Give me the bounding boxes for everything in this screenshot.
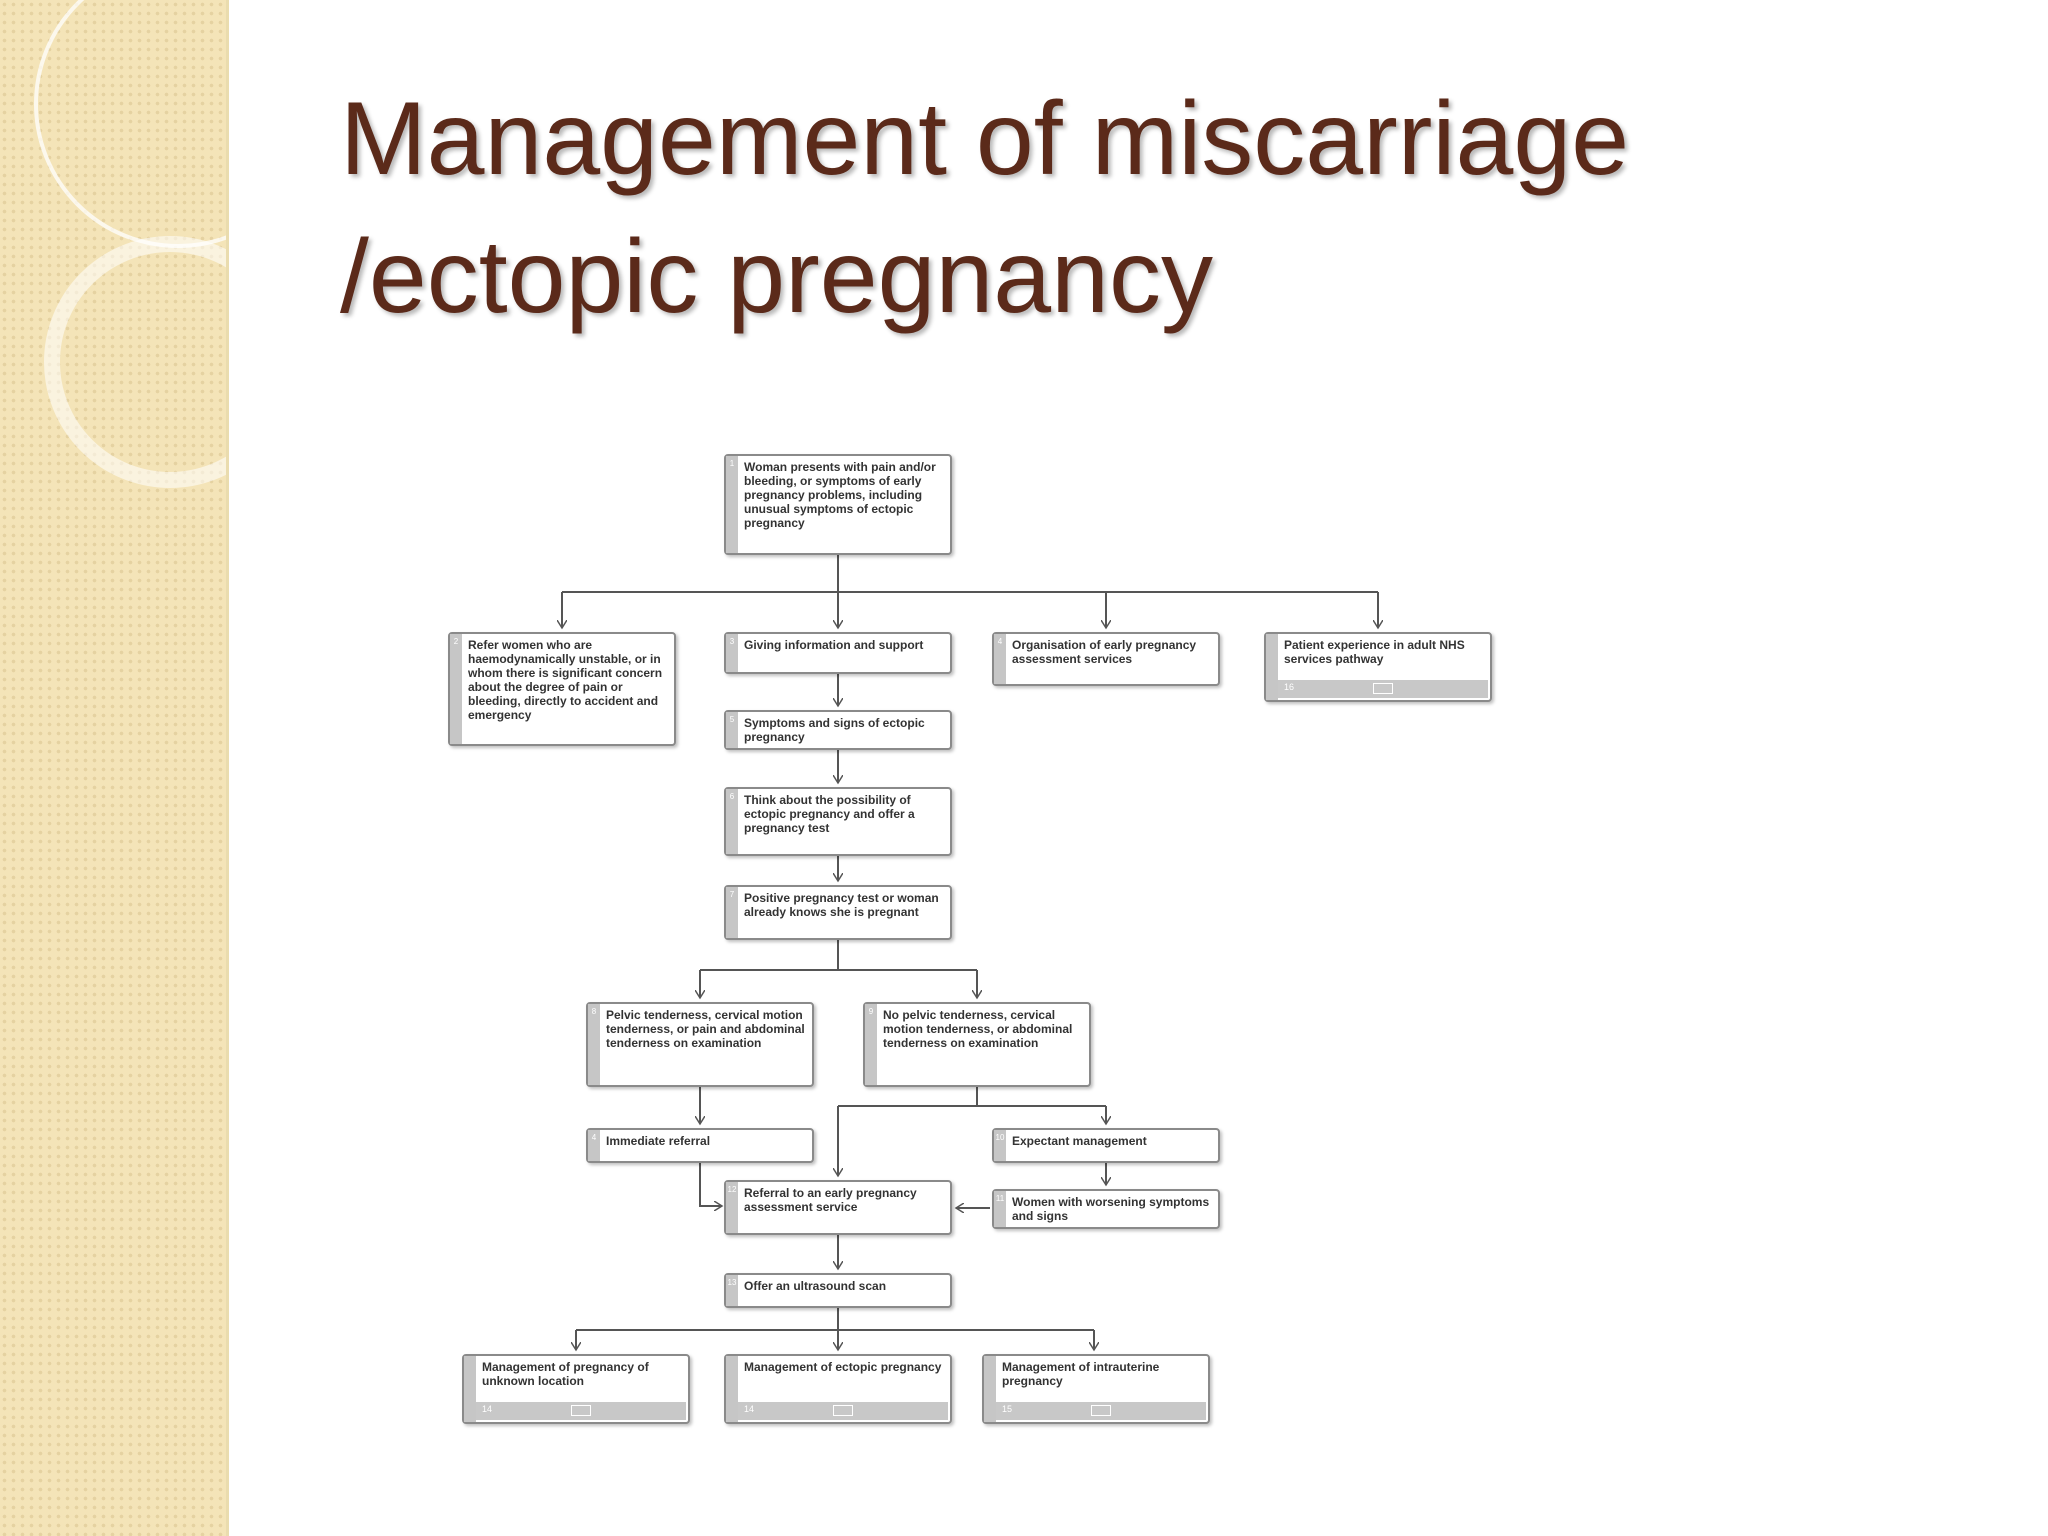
connector-n11-n13 bbox=[699, 1163, 722, 1206]
flow-node-text: Immediate referral bbox=[606, 1134, 711, 1148]
flow-node-ultrasound-scan: 13 Offer an ultrasound scan bbox=[724, 1273, 952, 1308]
sidebar-edge bbox=[226, 0, 229, 1536]
flow-node-text: Think about the possibility of ectopic p… bbox=[744, 793, 915, 835]
flow-node-text: Organisation of early pregnancy assessme… bbox=[1012, 638, 1197, 666]
pathway-link-bar[interactable]: 16 bbox=[1278, 680, 1488, 698]
pathway-link-icon bbox=[833, 1405, 853, 1416]
flow-node-text: Management of intrauterine pregnancy bbox=[1002, 1360, 1160, 1388]
pathway-link-bar[interactable]: 14 bbox=[476, 1402, 686, 1420]
pathway-link-bar[interactable]: 15 bbox=[996, 1402, 1206, 1420]
pathway-link-icon bbox=[1373, 683, 1393, 694]
flow-node-text: Positive pregnancy test or woman already… bbox=[744, 891, 939, 919]
flow-node-presentation: 1 Woman presents with pain and/or bleedi… bbox=[724, 454, 952, 555]
flow-node-worsening-symptoms: 11 Women with worsening symptoms and sig… bbox=[992, 1189, 1220, 1229]
pathway-link-icon bbox=[1091, 1405, 1111, 1416]
flow-node-text: Woman presents with pain and/or bleeding… bbox=[744, 460, 936, 530]
pathway-link-icon bbox=[571, 1405, 591, 1416]
flow-node-information-support: 3 Giving information and support bbox=[724, 632, 952, 674]
flow-node-text: Management of ectopic pregnancy bbox=[744, 1360, 942, 1374]
sidebar-decoration bbox=[0, 0, 322, 1536]
flow-node-text: Patient experience in adult NHS services… bbox=[1284, 638, 1465, 666]
slide-title: Management of miscarriage /ectopic pregn… bbox=[340, 70, 1940, 346]
flow-node-referral-epas: 12 Referral to an early pregnancy assess… bbox=[724, 1180, 952, 1235]
pathway-link-bar[interactable]: 14 bbox=[738, 1402, 948, 1420]
flow-node-expectant-management: 10 Expectant management bbox=[992, 1128, 1220, 1163]
flow-node-text: Refer women who are haemodynamically uns… bbox=[468, 638, 663, 722]
flow-node-text: No pelvic tenderness, cervical motion te… bbox=[883, 1008, 1073, 1050]
flow-node-intrauterine-management[interactable]: Management of intrauterine pregnancy 15 bbox=[982, 1354, 1210, 1424]
flow-node-no-pelvic-tenderness: 9 No pelvic tenderness, cervical motion … bbox=[863, 1002, 1091, 1087]
flow-node-unknown-location[interactable]: Management of pregnancy of unknown locat… bbox=[462, 1354, 690, 1424]
flow-node-immediate-referral: 4 Immediate referral bbox=[586, 1128, 814, 1163]
flow-node-pelvic-tenderness: 8 Pelvic tenderness, cervical motion ten… bbox=[586, 1002, 814, 1087]
slide-title-line-1: Management of miscarriage bbox=[340, 81, 1630, 197]
flow-node-text: Symptoms and signs of ectopic pregnancy bbox=[744, 716, 925, 744]
flow-node-positive-test: 7 Positive pregnancy test or woman alrea… bbox=[724, 885, 952, 940]
flow-node-text: Management of pregnancy of unknown locat… bbox=[482, 1360, 649, 1388]
flow-node-refer-unstable: 2 Refer women who are haemodynamically u… bbox=[448, 632, 676, 746]
flow-node-patient-experience[interactable]: Patient experience in adult NHS services… bbox=[1264, 632, 1492, 702]
slide-title-line-2: /ectopic pregnancy bbox=[340, 219, 1213, 335]
flow-node-text: Giving information and support bbox=[744, 638, 924, 652]
flow-node-organisation-services: 4 Organisation of early pregnancy assess… bbox=[992, 632, 1220, 686]
flow-node-text: Pelvic tenderness, cervical motion tende… bbox=[606, 1008, 805, 1050]
flow-node-text: Women with worsening symptoms and signs bbox=[1012, 1195, 1210, 1223]
flow-node-pregnancy-test: 6 Think about the possibility of ectopic… bbox=[724, 787, 952, 856]
flow-node-text: Offer an ultrasound scan bbox=[744, 1279, 887, 1293]
flow-node-text: Referral to an early pregnancy assessmen… bbox=[744, 1186, 917, 1214]
flow-node-text: Expectant management bbox=[1012, 1134, 1147, 1148]
flow-node-ectopic-management[interactable]: Management of ectopic pregnancy 14 bbox=[724, 1354, 952, 1424]
flow-node-symptoms-signs: 5 Symptoms and signs of ectopic pregnanc… bbox=[724, 710, 952, 750]
